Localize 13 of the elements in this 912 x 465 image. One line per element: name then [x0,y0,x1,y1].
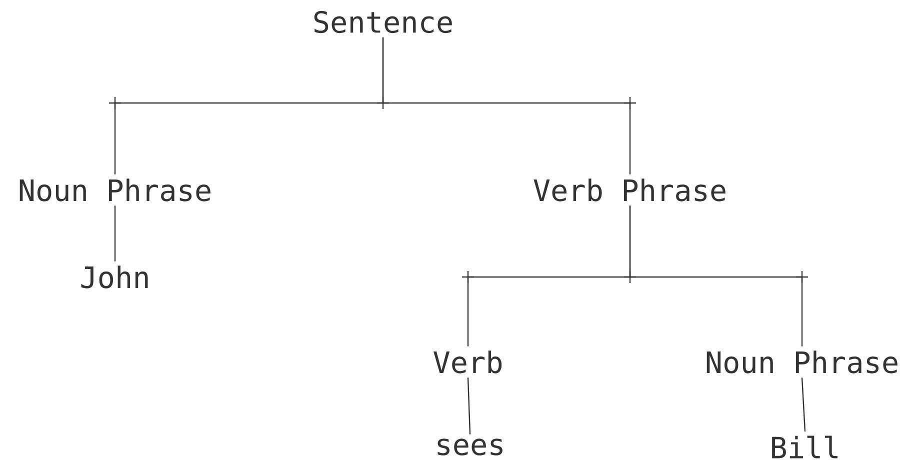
connector-line [801,378,806,432]
tree-label: John [81,266,148,288]
tree-label: Verb Phrase [534,178,726,202]
tree-label: sees [438,438,502,456]
tree-label: Verb [434,350,502,374]
tree-label: Noun Phrase [706,350,898,374]
connector-line [629,206,803,346]
tree-label: Bill [772,436,838,458]
connector-line [114,206,116,262]
tree-label: Noun Phrase [20,178,210,202]
connector-line [467,378,471,434]
tree-label: Sentence [314,10,452,34]
connector-line [382,37,631,174]
